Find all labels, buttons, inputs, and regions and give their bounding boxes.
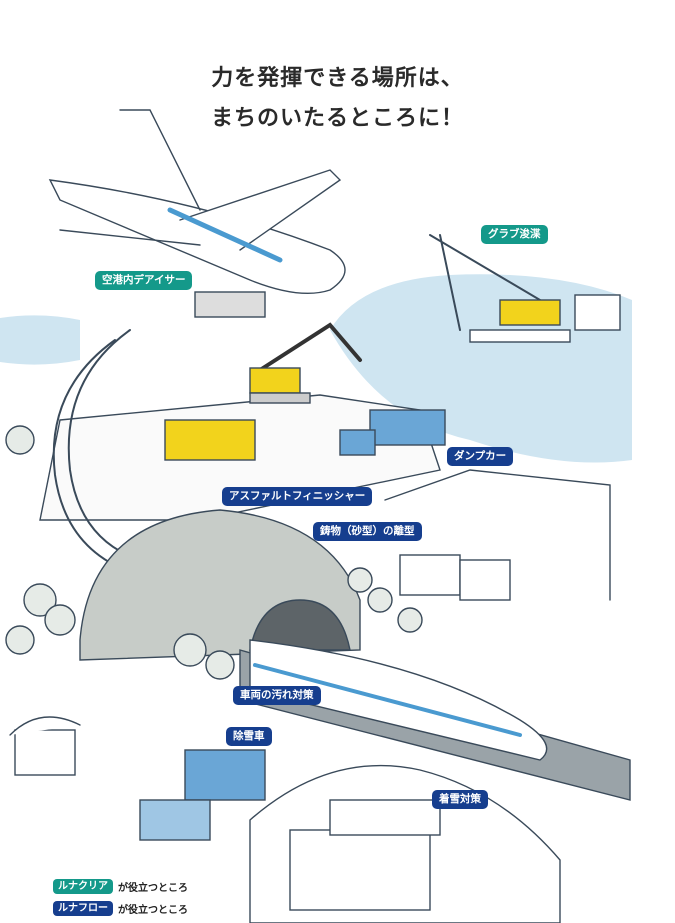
- label-vehicle-dirt: 車両の汚れ対策: [233, 686, 321, 705]
- legend-text: が役立つところ: [118, 883, 188, 894]
- label-snow-adhesion: 着雪対策: [432, 790, 488, 809]
- legend-text: が役立つところ: [118, 905, 188, 916]
- snowplow: [184, 749, 266, 801]
- label-deicer: 空港内デアイサー: [95, 271, 193, 290]
- casting-shed: [384, 469, 611, 601]
- tunnel-portal: [249, 599, 351, 651]
- bullet-train: [249, 639, 548, 761]
- sea-left: [0, 315, 80, 365]
- label-snowplow: 除雪車: [226, 727, 272, 746]
- legend-lunaclear: ルナクリア が役立つところ: [53, 879, 188, 894]
- airplane: [48, 179, 346, 294]
- deicer-truck: [194, 291, 266, 318]
- house-bottom: [289, 829, 431, 911]
- house-left: [14, 729, 76, 776]
- excavator: [258, 322, 362, 372]
- legend-chip: ルナフロー: [53, 901, 113, 916]
- label-grab-dredging: グラブ浚渫: [481, 225, 548, 244]
- label-casting-release: 鋳物（砂型）の離型: [313, 522, 422, 541]
- dump-truck: [369, 409, 446, 446]
- legend-lunaflow: ルナフロー が役立つところ: [53, 901, 188, 916]
- headline-line2: まちのいたるところに！: [210, 106, 464, 131]
- headline-line1: 力を発揮できる場所は、: [211, 66, 464, 91]
- legend-chip: ルナクリア: [53, 879, 113, 894]
- railway: [67, 329, 141, 561]
- label-dump-truck: ダンプカー: [447, 447, 514, 466]
- crane: [429, 234, 541, 331]
- label-asphalt-finisher: アスファルトフィニッシャー: [222, 487, 373, 506]
- asphalt-finisher: [164, 419, 256, 461]
